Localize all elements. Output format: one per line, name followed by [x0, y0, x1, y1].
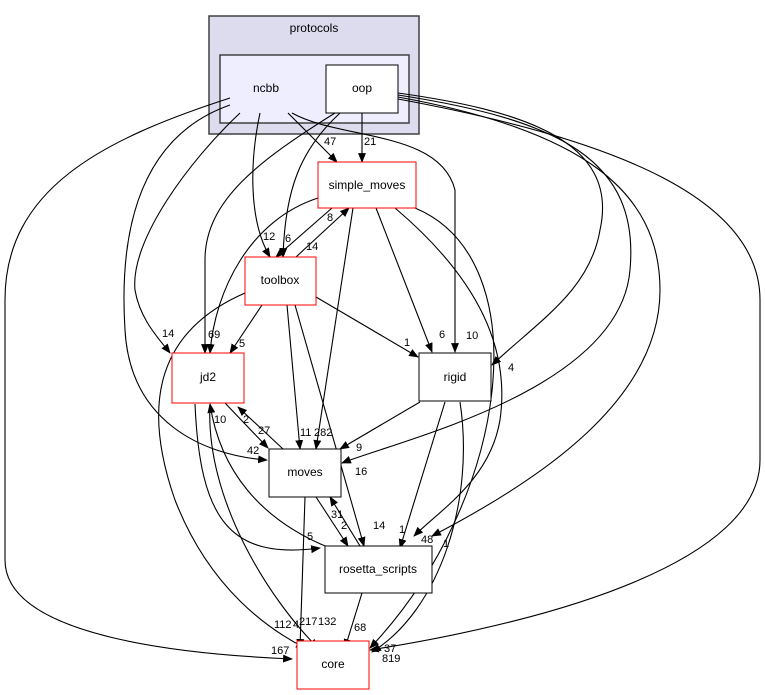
- edge: [224, 402, 269, 449]
- edge: [4, 97, 293, 663]
- edge-label: 27: [258, 425, 270, 437]
- edge-label: 16: [355, 466, 367, 478]
- edge: [339, 401, 421, 450]
- edge-label: 11: [300, 427, 311, 439]
- edge-label: 14: [306, 241, 318, 253]
- node-rigid[interactable]: rigid: [418, 352, 492, 402]
- node-oop-label: oop: [352, 81, 372, 95]
- node-core[interactable]: core: [296, 640, 370, 690]
- edge: [206, 197, 319, 354]
- edge: [329, 496, 361, 547]
- edge-label: 112: [274, 619, 292, 631]
- edge-label: 48: [421, 534, 433, 546]
- edge-label: 6: [285, 233, 291, 245]
- edge: [287, 112, 338, 163]
- edge: [291, 112, 459, 353]
- node-simple-moves[interactable]: simple_moves: [317, 161, 417, 209]
- edge-label: 37: [384, 643, 396, 655]
- edge: [237, 406, 284, 450]
- edge: [394, 207, 503, 537]
- cluster-protocols-label: protocols: [290, 21, 339, 35]
- edge-label: 10: [214, 414, 226, 426]
- edge: [209, 403, 319, 649]
- edges: [4, 92, 761, 663]
- node-label: toolbox: [261, 273, 300, 287]
- edge: [341, 94, 632, 464]
- edge-label: 217: [299, 616, 317, 628]
- edge: [397, 96, 661, 537]
- edge: [194, 403, 321, 554]
- edge: [296, 496, 306, 649]
- edge-label: 21: [364, 136, 376, 148]
- edge: [375, 207, 433, 353]
- edge-label: 42: [247, 445, 259, 457]
- edge-label: 6: [439, 329, 445, 341]
- edge: [252, 112, 271, 258]
- edge: [343, 592, 363, 649]
- node-label: core: [321, 657, 345, 671]
- edge: [315, 496, 349, 547]
- node-moves[interactable]: moves: [268, 448, 342, 498]
- edge-label: 2: [341, 520, 347, 532]
- node-oop[interactable]: [325, 64, 399, 114]
- edge: [134, 112, 241, 354]
- edge-label: 10: [466, 330, 478, 342]
- edge-label: 9: [356, 442, 362, 454]
- edge: [371, 401, 464, 653]
- edge-label: 2: [243, 414, 249, 426]
- node-toolbox[interactable]: toolbox: [244, 256, 317, 306]
- edge: [294, 304, 366, 547]
- edge: [313, 207, 354, 450]
- edge: [201, 112, 336, 354]
- edge: [158, 292, 306, 649]
- edge-label: 47: [324, 136, 336, 148]
- edge-label: 1: [443, 538, 449, 550]
- edge-label: 12: [263, 231, 275, 243]
- edge-label: 282: [314, 427, 332, 439]
- edge-label: 5: [239, 338, 245, 350]
- edge-label: 69: [208, 329, 220, 341]
- edge: [123, 104, 268, 464]
- node-label: rosetta_scripts: [339, 562, 417, 576]
- edge-label: 819: [382, 653, 400, 665]
- edge-label: 5: [307, 531, 313, 543]
- node-label: moves: [287, 465, 322, 479]
- node-jd2[interactable]: jd2: [171, 352, 245, 404]
- node-ncbb-label: ncbb: [253, 81, 279, 95]
- edge: [229, 304, 263, 354]
- edge-labels: 47 21 12 6 8 14 14 69 5 1 6 10 4 10 2 27…: [162, 136, 514, 665]
- edge: [397, 92, 603, 366]
- edge-label: 8: [327, 212, 333, 224]
- edge: [398, 401, 446, 549]
- node-label: rigid: [444, 370, 467, 384]
- edge-label: 167: [271, 645, 289, 657]
- edge-label: 4: [508, 362, 514, 374]
- edge-label: 31: [331, 509, 343, 521]
- edge-label: 1: [399, 524, 405, 536]
- node-label: simple_moves: [329, 178, 406, 192]
- edge-label: 14: [162, 328, 174, 340]
- edge: [286, 304, 304, 450]
- edge: [315, 296, 419, 358]
- edge: [279, 112, 341, 258]
- edge-label: 14: [373, 520, 385, 532]
- node-rosetta-scripts[interactable]: rosetta_scripts: [324, 545, 433, 594]
- edge: [275, 207, 333, 258]
- node-label: jd2: [199, 370, 216, 384]
- edge: [295, 207, 350, 258]
- edge: [369, 98, 761, 653]
- edge-label: 4: [293, 619, 299, 631]
- edge-label: 1: [404, 337, 410, 349]
- edge: [207, 403, 331, 549]
- edge-label: 132: [318, 616, 336, 628]
- edge-label: 68: [354, 622, 366, 634]
